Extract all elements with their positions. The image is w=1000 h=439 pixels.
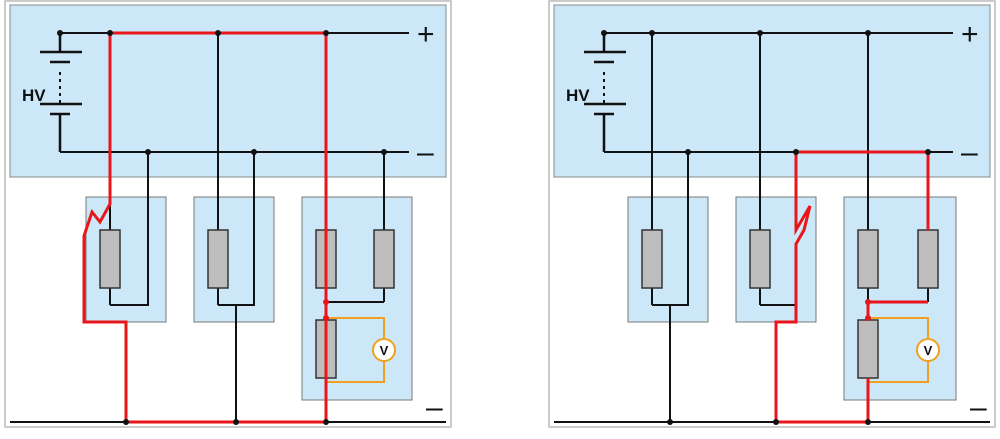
resistor-4 xyxy=(917,229,939,289)
voltmeter-label: V xyxy=(924,343,933,358)
module-box-1 xyxy=(85,196,167,323)
voltmeter: V xyxy=(326,317,396,383)
module-box-2 xyxy=(193,196,275,323)
negative-terminal-symbol: – xyxy=(961,136,978,169)
resistor-5 xyxy=(857,319,879,379)
black-wiring xyxy=(651,33,929,422)
fault-current-path xyxy=(82,31,328,424)
battery-label: HV xyxy=(566,86,590,105)
resistors xyxy=(641,229,939,379)
circuit-diagram-left: HV + – – V xyxy=(4,0,452,434)
circuit-canvas-left: HV + – – V xyxy=(4,0,452,428)
resistor-2 xyxy=(207,229,229,289)
resistor-4 xyxy=(373,229,395,289)
positive-terminal-symbol: + xyxy=(417,18,435,51)
module-box-1 xyxy=(627,196,709,323)
junction-dots xyxy=(57,30,387,425)
voltmeter-label: V xyxy=(380,343,389,358)
ground-symbol: – xyxy=(426,391,443,424)
voltmeter: V xyxy=(868,317,940,383)
battery-label: HV xyxy=(22,86,46,105)
negative-terminal-symbol: – xyxy=(417,136,434,169)
circuit-canvas-right: HV + – – V xyxy=(548,0,996,428)
resistor-1 xyxy=(641,229,663,289)
hv-battery-symbol xyxy=(40,33,82,152)
resistor-3 xyxy=(857,229,879,289)
ground-symbol: – xyxy=(970,391,987,424)
resistor-1 xyxy=(99,229,121,289)
positive-terminal-symbol: + xyxy=(961,18,979,51)
hv-battery-symbol xyxy=(584,33,626,152)
junction-dots xyxy=(601,30,931,425)
resistor-2 xyxy=(749,229,771,289)
circuit-diagram-right: HV + – – V xyxy=(548,0,996,434)
